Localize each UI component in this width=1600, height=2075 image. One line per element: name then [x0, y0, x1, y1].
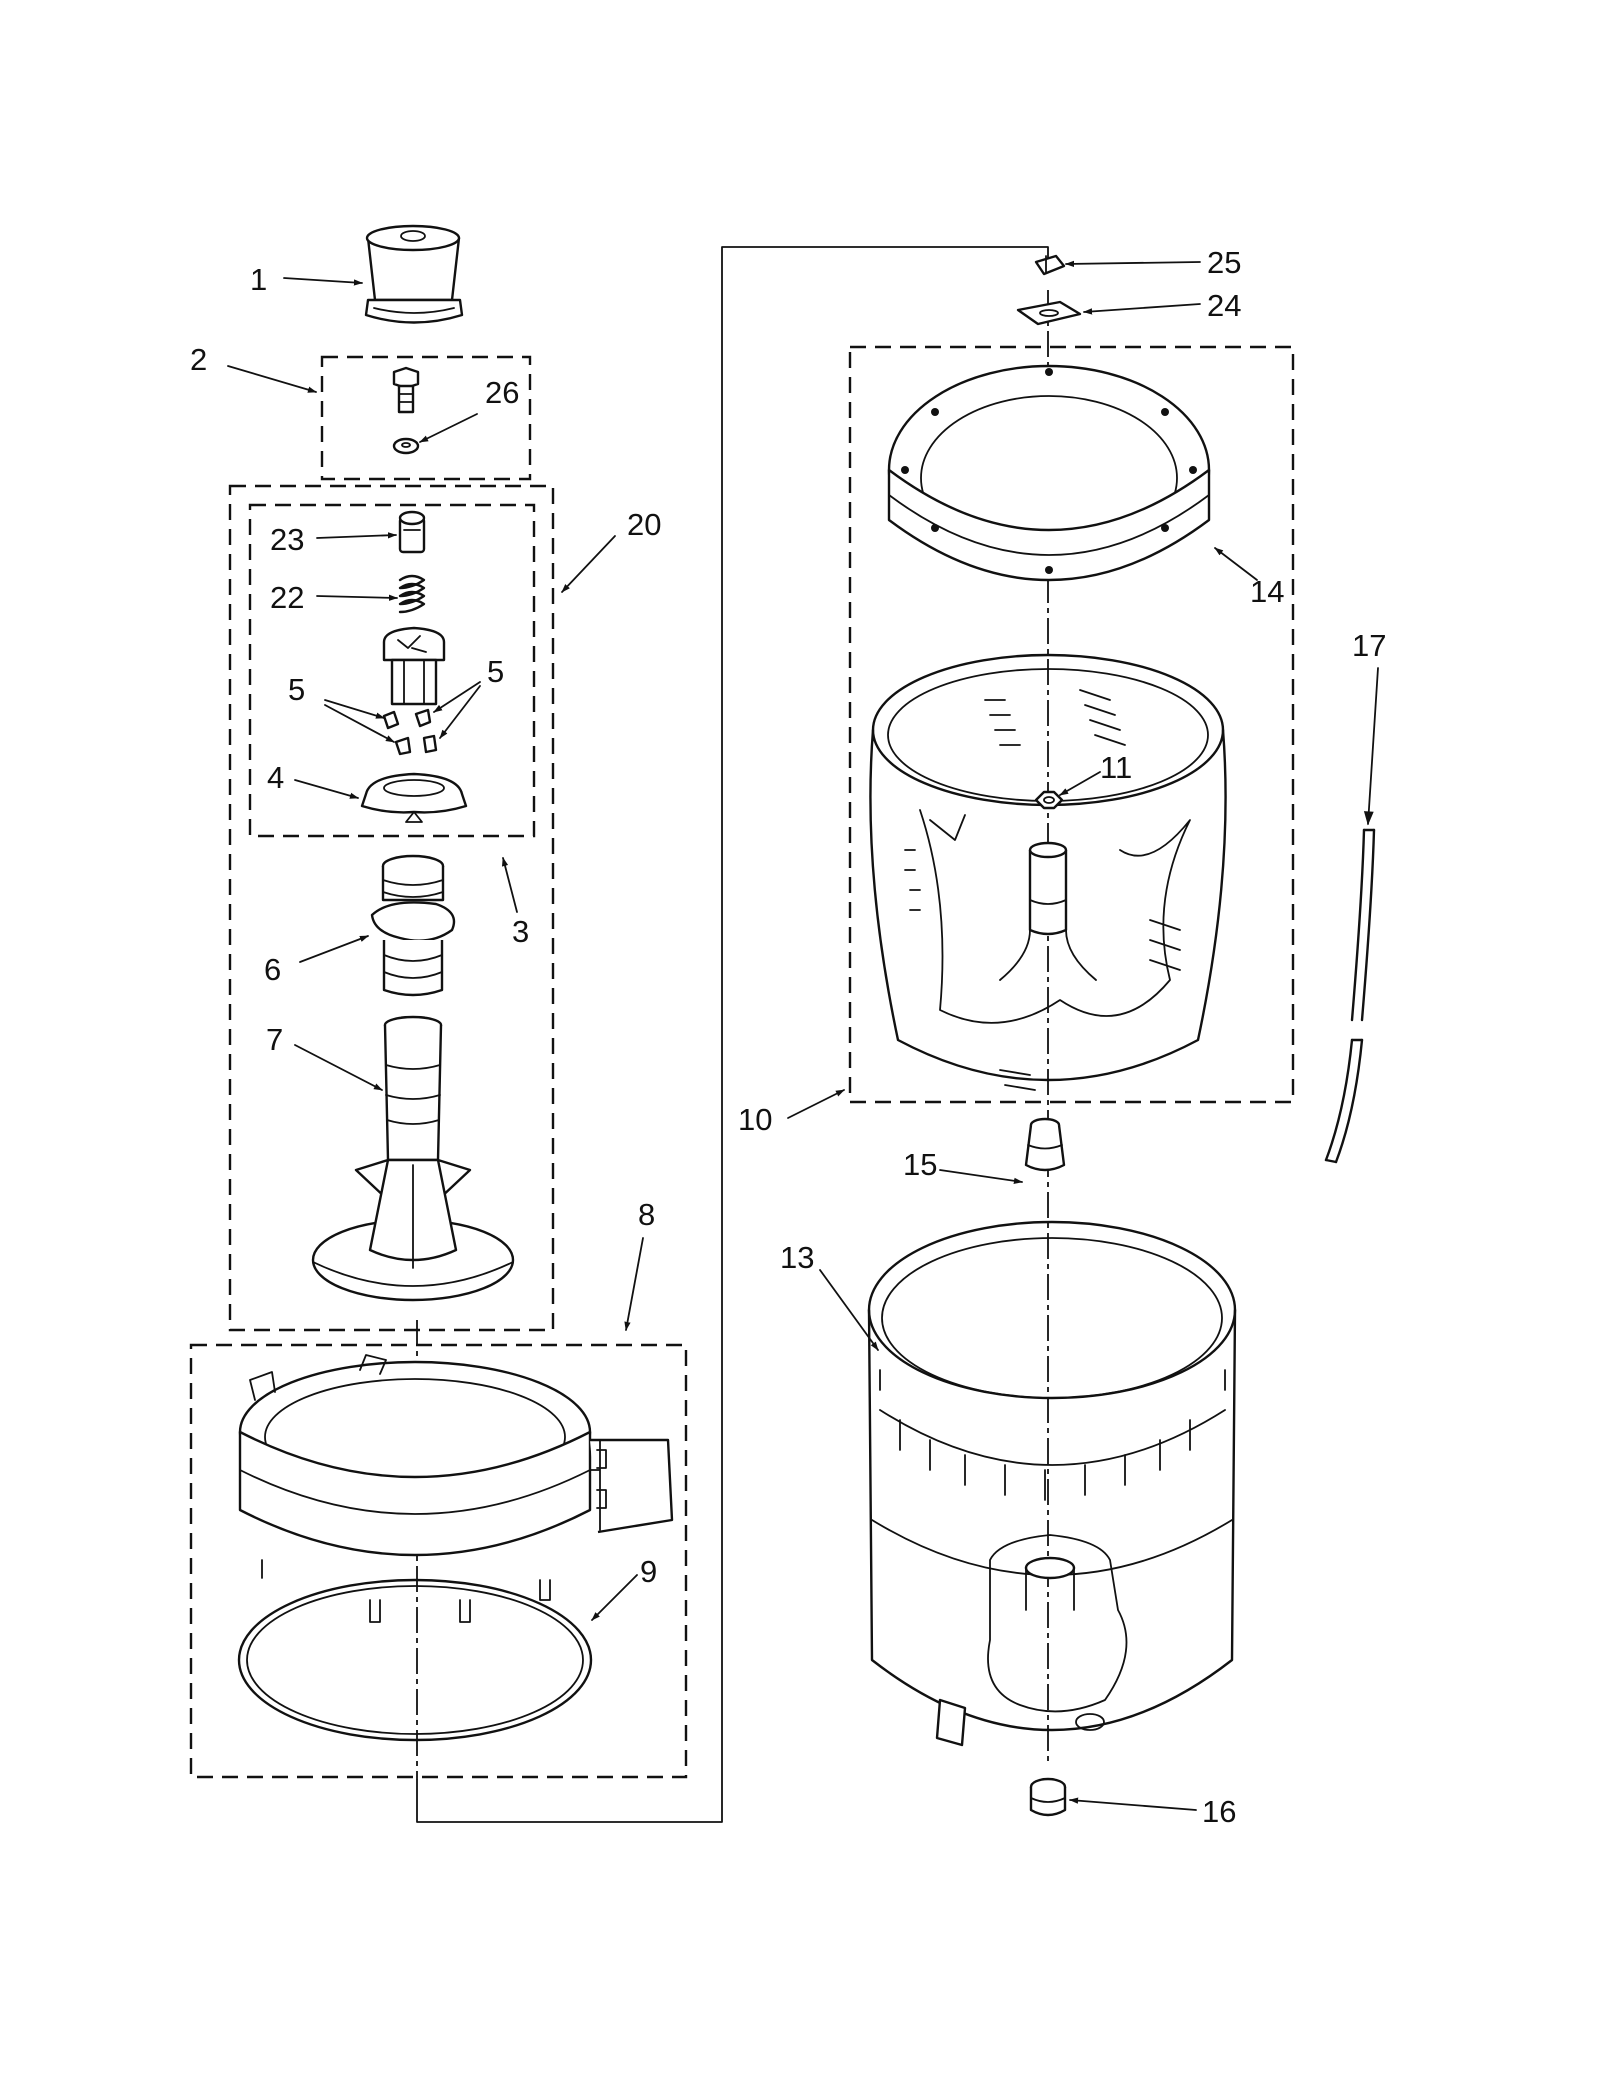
callout-17: 17 [1352, 628, 1386, 663]
part-24-plate [1016, 300, 1082, 326]
callout-14: 14 [1250, 574, 1284, 609]
callout-26: 26 [485, 375, 519, 410]
callout-24: 24 [1207, 288, 1241, 323]
part-16-seal [1029, 1777, 1067, 1817]
group-box-20 [228, 484, 555, 1332]
group-box-8 [189, 1343, 688, 1779]
part-26-bolt-washer [392, 366, 420, 455]
part-11-nut [1034, 790, 1064, 810]
callout-13: 13 [780, 1240, 814, 1275]
callout-8: 8 [638, 1197, 655, 1232]
part-1-agitator-cap [364, 224, 464, 324]
callout-22: 22 [270, 580, 304, 615]
part-7-agitator [311, 1015, 515, 1302]
group-box-2 [320, 355, 532, 481]
callout-9: 9 [640, 1554, 657, 1589]
callout-3: 3 [512, 914, 529, 949]
part-17-hose [1324, 828, 1376, 1164]
leader-arrows [227, 260, 1379, 1811]
callout-7: 7 [266, 1022, 283, 1057]
callout-6: 6 [264, 952, 281, 987]
part-6-auger [370, 854, 456, 997]
part-5-dogs [382, 708, 438, 756]
callout-2: 2 [190, 342, 207, 377]
part-8-tub-ring [238, 1354, 674, 1623]
assembly-connection-line [416, 246, 1049, 1823]
callout-11: 11 [1100, 750, 1132, 785]
callout-23: 23 [270, 522, 304, 557]
callout-15: 15 [903, 1147, 937, 1182]
callout-5-right: 5 [487, 654, 504, 689]
callout-10: 10 [738, 1102, 772, 1137]
part-15-coupling [1024, 1117, 1066, 1172]
callout-25: 25 [1207, 245, 1241, 280]
part-23-cap [398, 510, 426, 554]
part-13-outer-tub [867, 1220, 1237, 1747]
part-22-spring [398, 574, 426, 614]
part-25-clip [1034, 254, 1066, 276]
callout-16: 16 [1202, 1794, 1236, 1829]
callout-5-left: 5 [288, 672, 305, 707]
part-cam-housing [382, 626, 446, 706]
group-box-3 [248, 503, 536, 838]
part-4-cam [360, 772, 468, 823]
part-14-balance-ring [887, 364, 1211, 582]
callout-1: 1 [250, 262, 267, 297]
callout-4: 4 [267, 760, 284, 795]
callout-20: 20 [627, 507, 661, 542]
part-9-seal-ring [237, 1578, 593, 1742]
